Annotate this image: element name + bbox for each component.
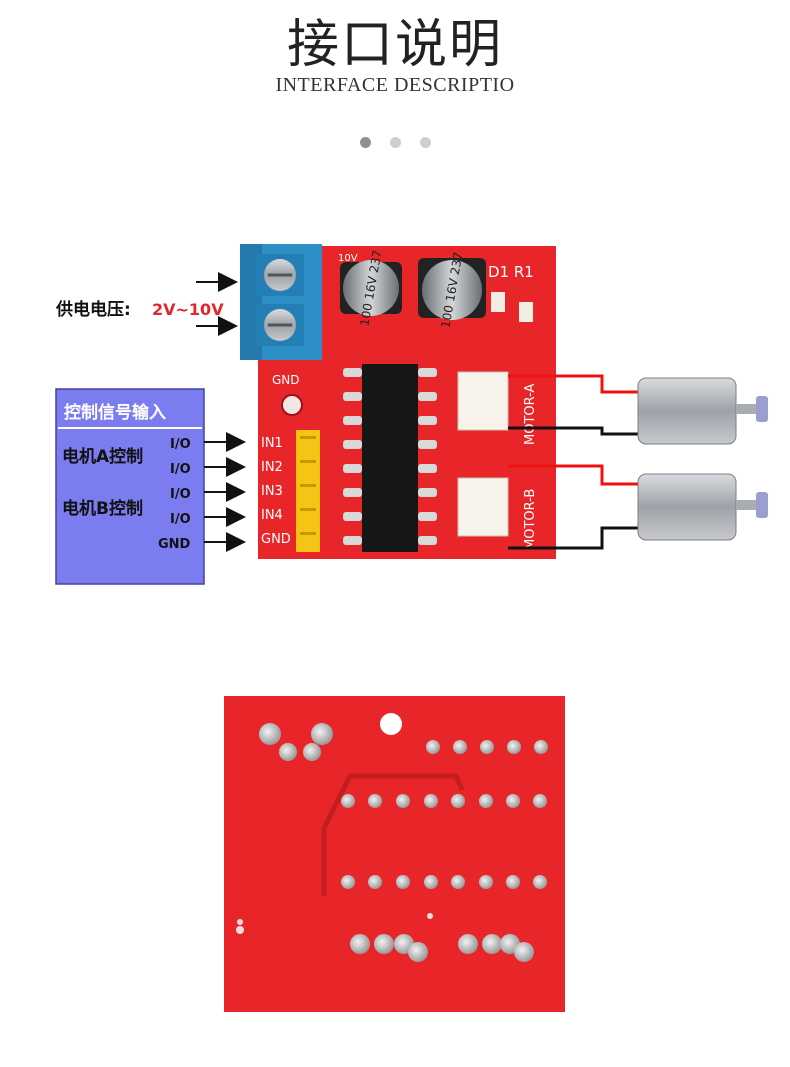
pagination-dot-2[interactable] [390,137,401,148]
io-label-gnd: GND [158,537,191,552]
power-terminal [240,244,322,360]
silkscreen-d1-r1: D1 R1 [488,263,534,281]
io-label-4: I/O [170,512,191,527]
control-box-title: 控制信号输入 [64,402,166,423]
motor-wires [508,374,640,550]
pin-label-in3: IN3 [261,484,283,499]
pin-label-gnd: GND [261,532,291,547]
input-pin-header [296,430,320,552]
motor-a [637,377,768,445]
carousel-pagination [360,137,440,151]
page-title: 接口说明 [286,15,503,75]
power-voltage-label: 供电电压: [55,299,131,320]
pin-label-in2: IN2 [261,460,283,475]
io-label-1: I/O [170,437,191,452]
pagination-dot-1[interactable] [360,137,371,148]
driver-chip [362,364,418,552]
page-subtitle: INTERFACE DESCRIPTIO [275,74,515,96]
signal-arrows [204,432,246,552]
back-board [224,696,565,1012]
capacitor-2: 100 16V 237 [418,251,486,329]
pagination-dot-3[interactable] [420,137,431,148]
io-label-3: I/O [170,487,191,502]
power-voltage-value: 2V~10V [152,300,224,319]
capacitor-1: 100 16V 237 [340,249,402,327]
gnd-pad-label: GND [272,373,300,387]
motor-a-control-label: 电机A控制 [62,446,143,467]
control-signal-box: 控制信号输入 电机A控制 电机B控制 I/O I/O I/O I/O GND [55,388,205,585]
silkscreen-10v: 10V [338,253,358,264]
motor-b-control-label: 电机B控制 [62,498,143,519]
io-label-2: I/O [170,462,191,477]
motor-b [637,473,768,541]
pin-label-in1: IN1 [261,436,283,451]
motor-b-silkscreen: MOTOR-B [523,489,538,550]
front-board: 100 16V 237 100 16V 237 D1 R1 10V GND MO… [258,246,556,559]
motor-a-silkscreen: MOTOR-A [523,383,538,445]
pin-label-in4: IN4 [261,508,283,523]
